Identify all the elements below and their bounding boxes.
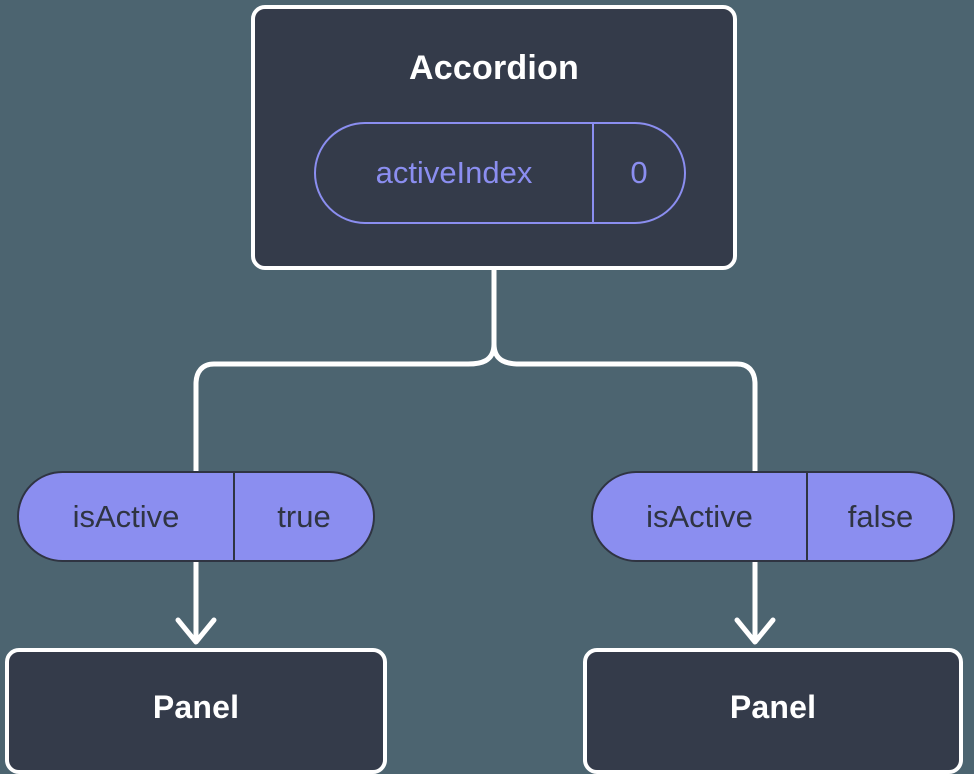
prop-active-index-value: 0: [630, 155, 648, 190]
node-accordion[interactable]: Accordion activeIndex 0: [251, 5, 737, 270]
arrow-down-icon-right: [734, 617, 776, 645]
node-accordion-title: Accordion: [409, 49, 579, 87]
connector-fork-right: [491, 343, 758, 471]
prop-divider-left: [233, 473, 235, 560]
prop-pill-active-index[interactable]: activeIndex 0: [314, 122, 686, 224]
prop-divider-right: [806, 473, 808, 560]
prop-is-active-value-right: false: [847, 498, 914, 534]
node-panel-left[interactable]: Panel: [5, 648, 387, 774]
prop-is-active-value-left: true: [277, 498, 331, 534]
prop-pill-is-active-left[interactable]: isActive true: [17, 471, 375, 562]
node-panel-right[interactable]: Panel: [583, 648, 963, 774]
prop-is-active-key-left: isActive: [72, 498, 180, 534]
connector-fork-left: [193, 343, 497, 471]
prop-is-active-key-right: isActive: [646, 498, 753, 534]
node-panel-left-title: Panel: [152, 689, 240, 725]
arrow-down-icon-left: [175, 617, 217, 645]
prop-active-index-key: activeIndex: [375, 155, 533, 190]
prop-pill-is-active-right[interactable]: isActive false: [591, 471, 955, 562]
prop-divider: [592, 124, 594, 222]
node-panel-right-title: Panel: [729, 689, 817, 725]
